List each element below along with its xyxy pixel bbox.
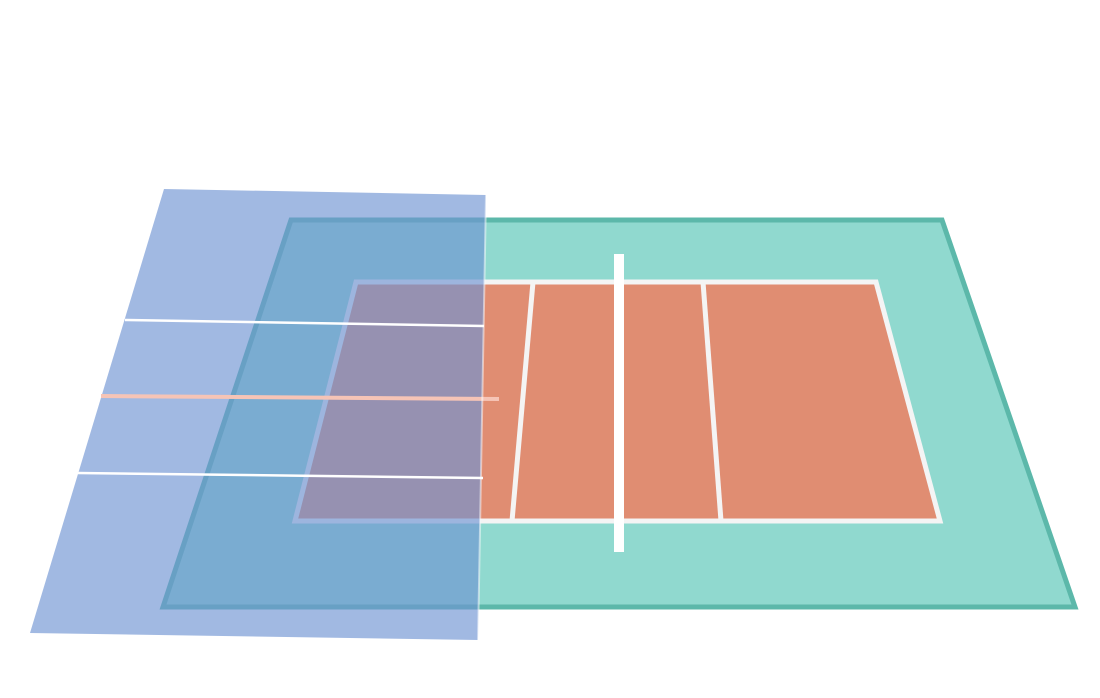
overlay-line-top: [124, 318, 485, 328]
overlay-line-middle: [100, 394, 500, 401]
attack-line-left: [509, 281, 536, 522]
attack-line-right: [700, 281, 724, 522]
overlay-sheet: [30, 189, 486, 640]
net-center-line: [614, 254, 624, 552]
overlay-right-edge: [477, 194, 487, 641]
overlay-line-bottom: [77, 471, 484, 480]
overlay-sheet-group: [30, 189, 486, 640]
